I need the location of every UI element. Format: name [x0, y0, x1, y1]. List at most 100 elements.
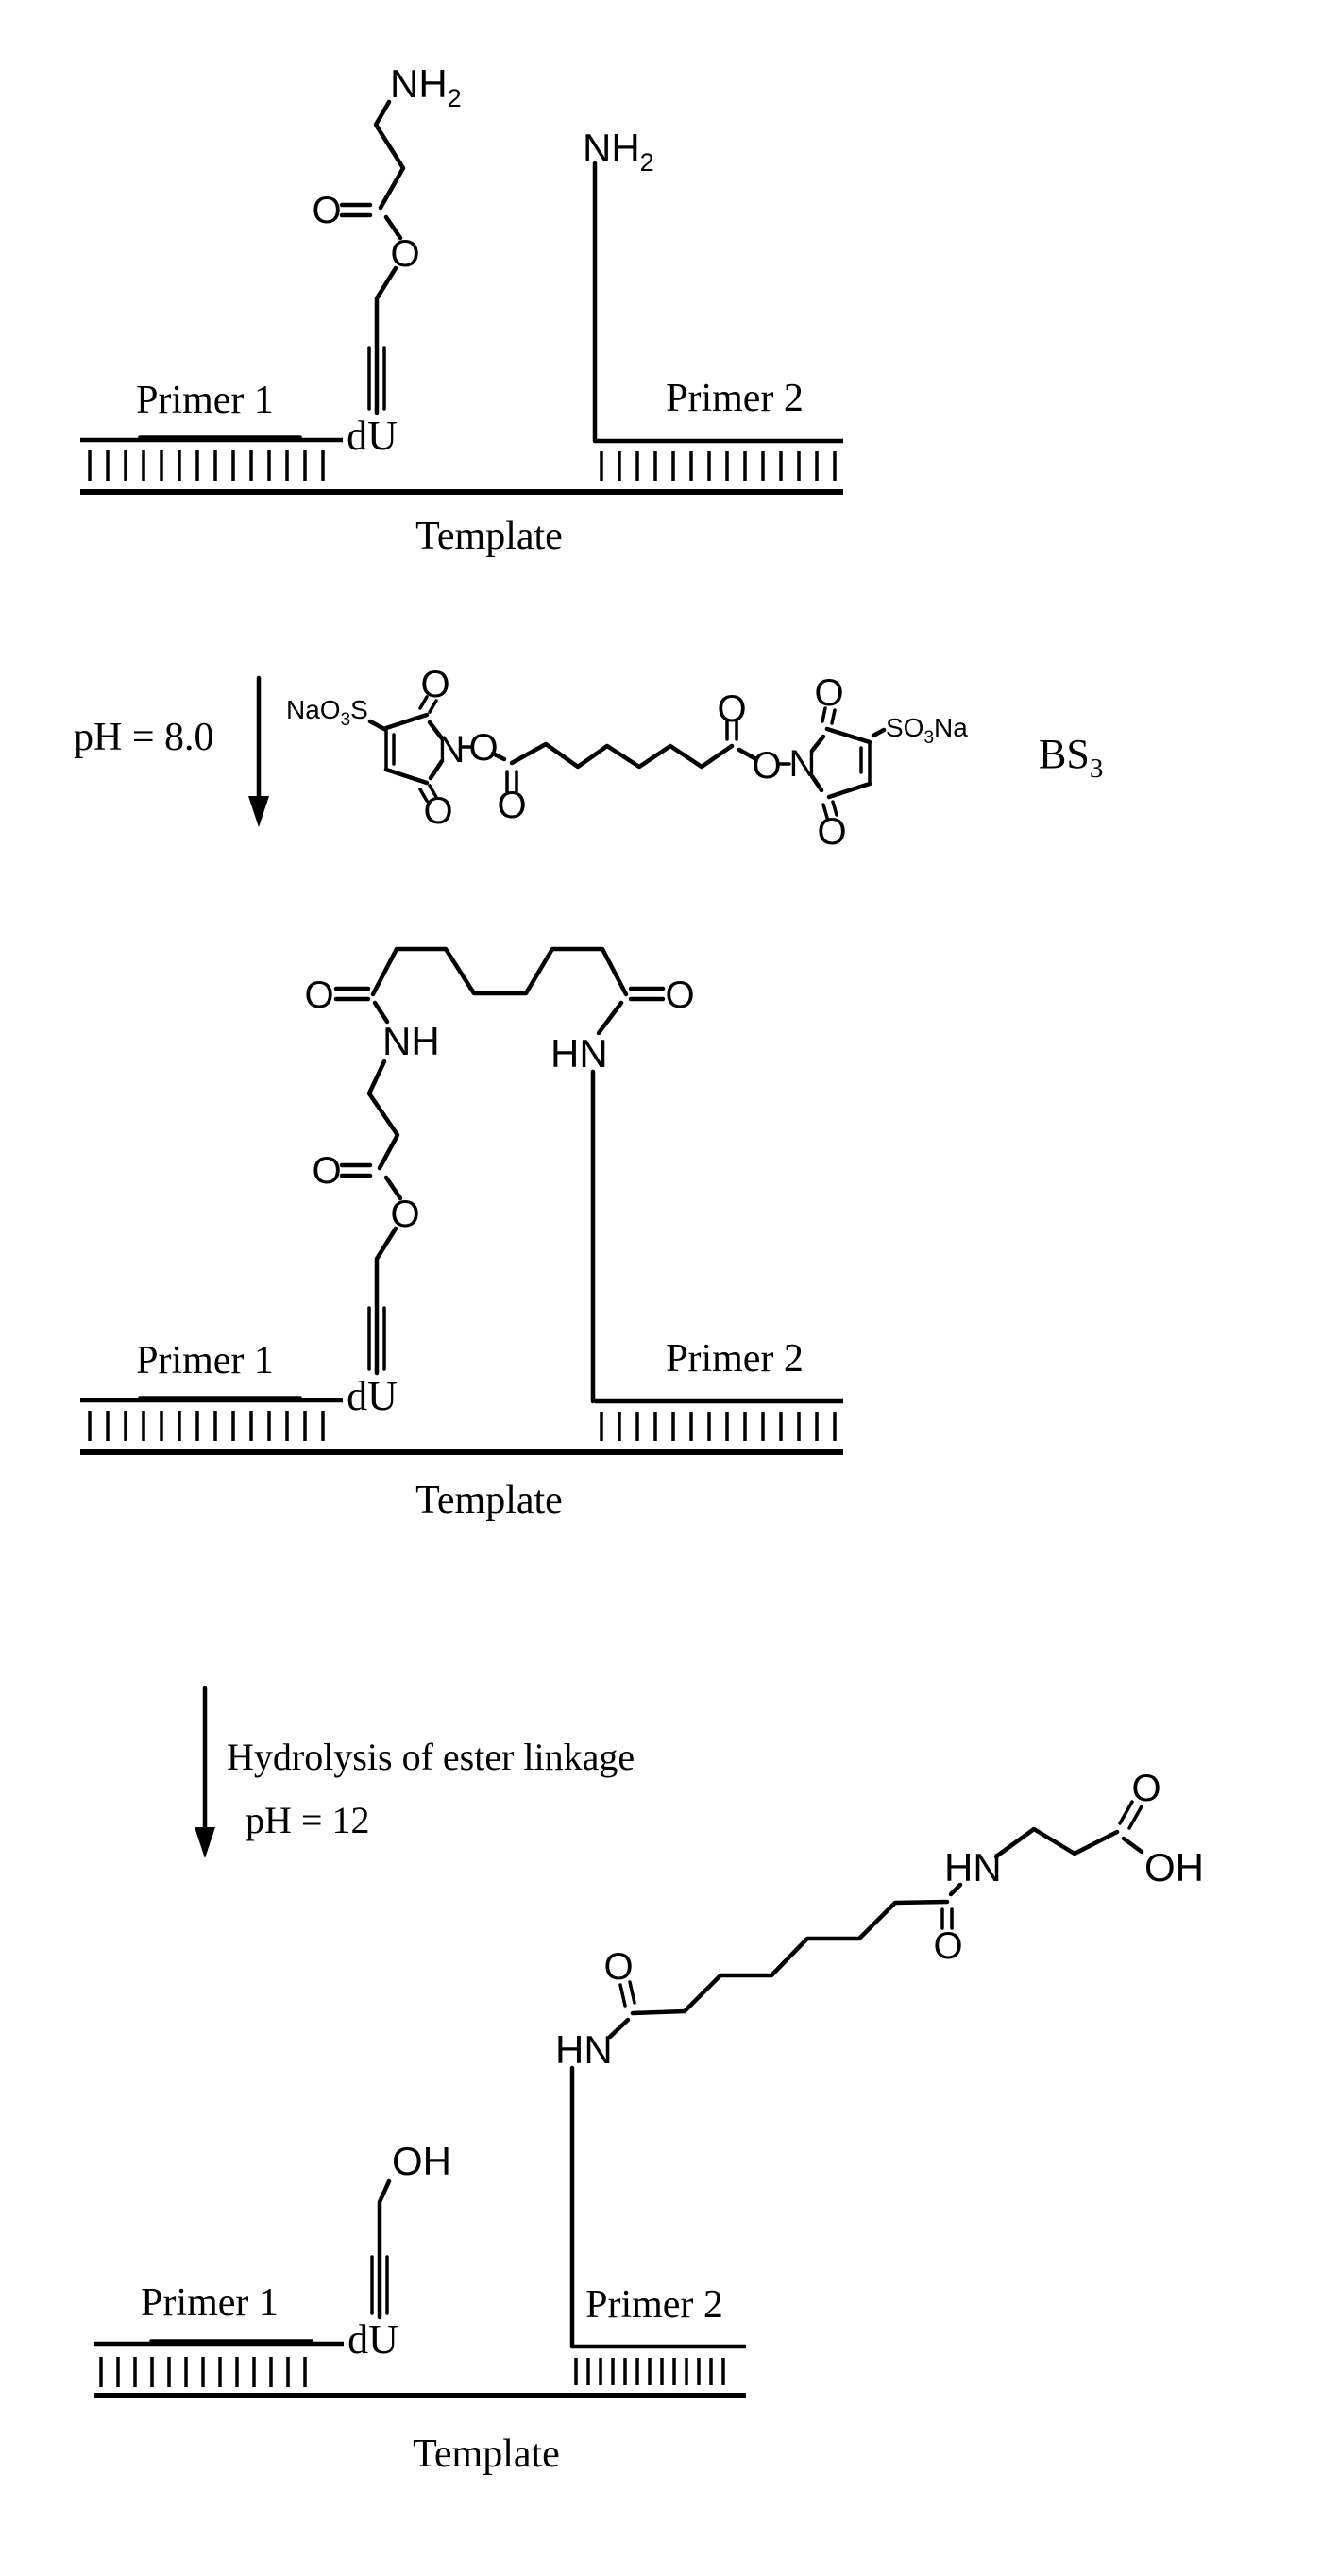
lower-amide-carbonyl: [618, 1980, 636, 2008]
carbonyl-oxygen-label: O: [312, 190, 341, 231]
amine-label-subscript: 2: [640, 148, 654, 177]
amine-label-main: NH: [583, 126, 640, 170]
bridge-right-carbonyl: [628, 986, 666, 1002]
right-ring-top-oxygen-label: O: [814, 672, 843, 714]
left-ring-top-oxygen-label: O: [420, 664, 449, 705]
carboxyl-c-oh-bond: [1121, 1836, 1144, 1855]
hydroxyl-label: OH: [392, 2139, 451, 2183]
step2-description-label: Hydrolysis of ester linkage: [227, 1736, 635, 1778]
right-activating-oxygen-label: O: [752, 745, 781, 787]
bridge-left-c-n-bond: [372, 1000, 390, 1025]
bridge-right-amide-label: HN: [550, 1031, 608, 1076]
sulfonate-left-label: NaO3S: [286, 695, 368, 730]
amine-label-primer2: NH2: [583, 126, 654, 177]
sulfonate-right-label: SO3Na: [886, 713, 968, 748]
alkyne-triple-bond: [367, 1306, 386, 1371]
suberate-chain-bond: [509, 741, 735, 770]
primer2-label: Primer 2: [585, 2283, 723, 2327]
beta-alanine-chain-bond: [993, 1826, 1120, 1859]
linker-chain-bond: [630, 1899, 950, 2016]
bridge-right-c-n-bond: [596, 1000, 624, 1036]
lower-n-c-bond: [607, 2017, 631, 2040]
template-label: Template: [415, 515, 563, 558]
sulfonate-left-subscript: 3: [341, 710, 351, 730]
reagent-name-subscript: 3: [1090, 754, 1104, 784]
primer2-label: Primer 2: [666, 377, 804, 420]
left-ring-nitrogen-label: N: [438, 729, 466, 771]
right-ring-double-bond: [859, 740, 872, 786]
ester-c-o-bond: [383, 1175, 403, 1201]
du-label: dU: [347, 413, 398, 459]
propargyl-bond: [374, 1226, 398, 1376]
panel-initial-duplex: NH2 O O dU Primer 1 Primer 2 NH2 Templat…: [80, 61, 843, 558]
panel-crosslinked-duplex: O O NH HN O O dU Primer 1 Primer 2 Templ…: [80, 946, 843, 1522]
step2-condition-label: pH = 12: [246, 1799, 369, 1841]
upper-amide-oxygen-label: O: [933, 1925, 962, 1967]
carbonyl-double-bond: [339, 202, 373, 218]
left-ring-double-bond: [384, 726, 396, 771]
du-label: dU: [347, 2316, 398, 2363]
upper-amide-label: HN: [944, 1845, 1002, 1890]
upper-amide-carbonyl: [940, 1907, 954, 1930]
carboxyl-oxygen-label: O: [1131, 1768, 1160, 1809]
amine-label-main: NH: [390, 61, 448, 106]
primer1-label: Primer 1: [136, 379, 274, 422]
propargyl-bond: [374, 265, 398, 415]
left-ester-carbonyl: [505, 770, 518, 793]
right-ester-carbonyl: [725, 718, 738, 741]
primer1-label: Primer 1: [141, 2281, 279, 2325]
template-label: Template: [413, 2432, 560, 2476]
ester-carbonyl-oxygen-label: O: [312, 1150, 341, 1192]
right-ring-bottom-oxygen-label: O: [817, 811, 846, 853]
amine-arm-chain-bond: [373, 99, 406, 211]
ester-carbonyl-double-bond: [339, 1162, 373, 1178]
right-ester-oxygen-label: O: [717, 688, 746, 730]
right-ring-top-carbonyl: [821, 706, 837, 725]
sulfonate-left-main: NaO: [286, 695, 341, 724]
base-pair-ticks-primer2: [600, 451, 837, 481]
left-ring-bottom-carbonyl: [418, 784, 438, 803]
sulfonate-right-bond: [871, 727, 887, 738]
left-o-c-bond: [490, 751, 507, 762]
sulfonate-right-tail: Na: [934, 713, 968, 742]
lower-amide-label: HN: [555, 2027, 613, 2072]
base-pair-ticks-primer2: [574, 2358, 725, 2385]
primer1-label: Primer 1: [136, 1339, 274, 1382]
step2-hydrolysis: Hydrolysis of ester linkage pH = 12: [195, 1686, 635, 1858]
amide-arm-chain-bond: [366, 1059, 400, 1171]
propargyl-bond: [377, 2178, 392, 2320]
bridge-left-carbonyl: [333, 986, 371, 1002]
sulfonate-left-bond: [367, 719, 387, 732]
down-arrow-head: [248, 796, 269, 827]
carboxyl-double-bond: [1118, 1800, 1143, 1830]
base-pair-ticks-primer1: [99, 2357, 307, 2387]
left-ring-bonds: [383, 712, 445, 786]
carboxyl-hydroxyl-label: OH: [1144, 1845, 1204, 1890]
step1-bs3-reaction: pH = 8.0 NaO3S O O N O O O O N O O S: [74, 664, 1103, 853]
bridge-left-amide-label: NH: [382, 1019, 440, 1063]
sulfonate-right-main: SO: [886, 713, 923, 742]
right-ring-bottom-carbonyl: [821, 800, 838, 820]
amine-label-primer1: NH2: [390, 61, 462, 112]
down-arrow-head: [195, 1827, 215, 1858]
template-label: Template: [415, 1479, 563, 1522]
left-ester-oxygen-label: O: [497, 785, 526, 826]
reagent-name-main: BS: [1039, 731, 1090, 777]
lower-amide-oxygen-label: O: [603, 1946, 633, 1988]
alkyne-triple-bond: [370, 2255, 389, 2315]
sulfonate-right-subscript: 3: [923, 728, 934, 748]
alkyne-triple-bond: [367, 346, 386, 411]
bridge-chain-bond: [370, 946, 629, 997]
upper-c-n-bond: [948, 1882, 963, 1897]
right-ring-bonds: [809, 726, 872, 800]
du-label: dU: [347, 1373, 398, 1419]
bridge-right-oxygen-label: O: [665, 974, 694, 1016]
amine-label-subscript: 2: [448, 84, 462, 112]
bridge-left-oxygen-label: O: [304, 974, 333, 1016]
step1-condition-label: pH = 8.0: [74, 716, 214, 759]
base-pair-ticks-primer1: [88, 1411, 325, 1441]
ester-c-o-bond: [383, 214, 403, 241]
panel-final-duplex: OH dU HN O O HN O OH Primer 1 Primer 2 T…: [94, 1768, 1204, 2476]
